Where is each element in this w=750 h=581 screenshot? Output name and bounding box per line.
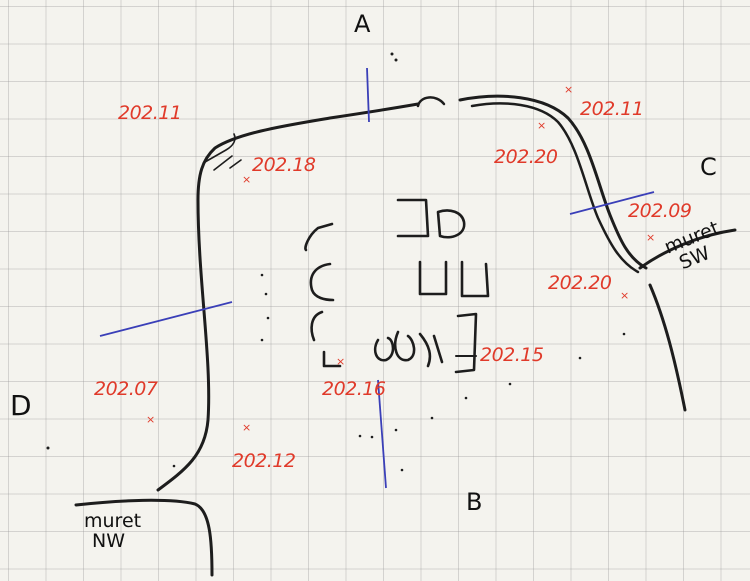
- point-marker: ×: [336, 355, 346, 368]
- section-line-d: [99, 301, 233, 337]
- elevation-ne-corner: 202.11: [580, 98, 644, 120]
- feature-loops: [373, 330, 444, 368]
- feature-u-1: [418, 260, 448, 296]
- feature-notch: [322, 350, 342, 368]
- elevation-northeast-inner: 202.20: [494, 146, 558, 168]
- feature-bracket-1: [304, 222, 334, 252]
- elevation-center-east: 202.15: [480, 344, 544, 366]
- section-label-d: D: [10, 389, 32, 422]
- muret-sw-outline: [638, 228, 737, 412]
- feature-box-1: [396, 198, 430, 238]
- section-label-c: C: [700, 153, 717, 181]
- section-label-a: A: [354, 10, 371, 38]
- elevation-west: 202.07: [94, 378, 158, 400]
- wall-gap-mark: [416, 96, 446, 108]
- elevation-north-inner: 202.18: [252, 154, 316, 176]
- feature-bracket-3: [310, 310, 324, 342]
- point-marker: ×: [146, 413, 156, 426]
- section-line-b: [377, 379, 387, 489]
- stone-dots: [46, 52, 626, 472]
- feature-box-2: [436, 209, 466, 239]
- elevation-center: 202.16: [322, 378, 386, 400]
- point-marker: ×: [564, 83, 574, 96]
- muret-nw-word: muret: [84, 510, 142, 532]
- point-marker: ×: [620, 289, 630, 302]
- feature-u-2: [460, 260, 490, 298]
- elevation-nw-corner: 202.11: [118, 102, 182, 124]
- section-label-b: B: [466, 488, 483, 516]
- elevation-east-interior: 202.20: [548, 272, 612, 294]
- point-marker: ×: [646, 231, 656, 244]
- section-line-a: [366, 67, 370, 123]
- elevation-south: 202.12: [232, 450, 296, 472]
- point-marker: ×: [242, 421, 252, 434]
- wall-north-east-outer: [458, 94, 648, 270]
- wall-north-east-inner: [470, 102, 640, 274]
- feature-bracket-2: [309, 262, 335, 302]
- enclosure-wall: [156, 102, 420, 492]
- point-marker: ×: [242, 173, 252, 186]
- point-marker: ×: [537, 119, 547, 132]
- muret-nw-orientation: NW: [92, 529, 125, 552]
- muret-nw-label: muret NW: [84, 510, 142, 552]
- section-line-c: [569, 191, 655, 215]
- feature-bracket-4: [454, 312, 478, 374]
- elevation-east-wall: 202.09: [628, 200, 692, 222]
- muret-nw-outline: [74, 498, 214, 577]
- wall-corner-hatch: [204, 133, 242, 171]
